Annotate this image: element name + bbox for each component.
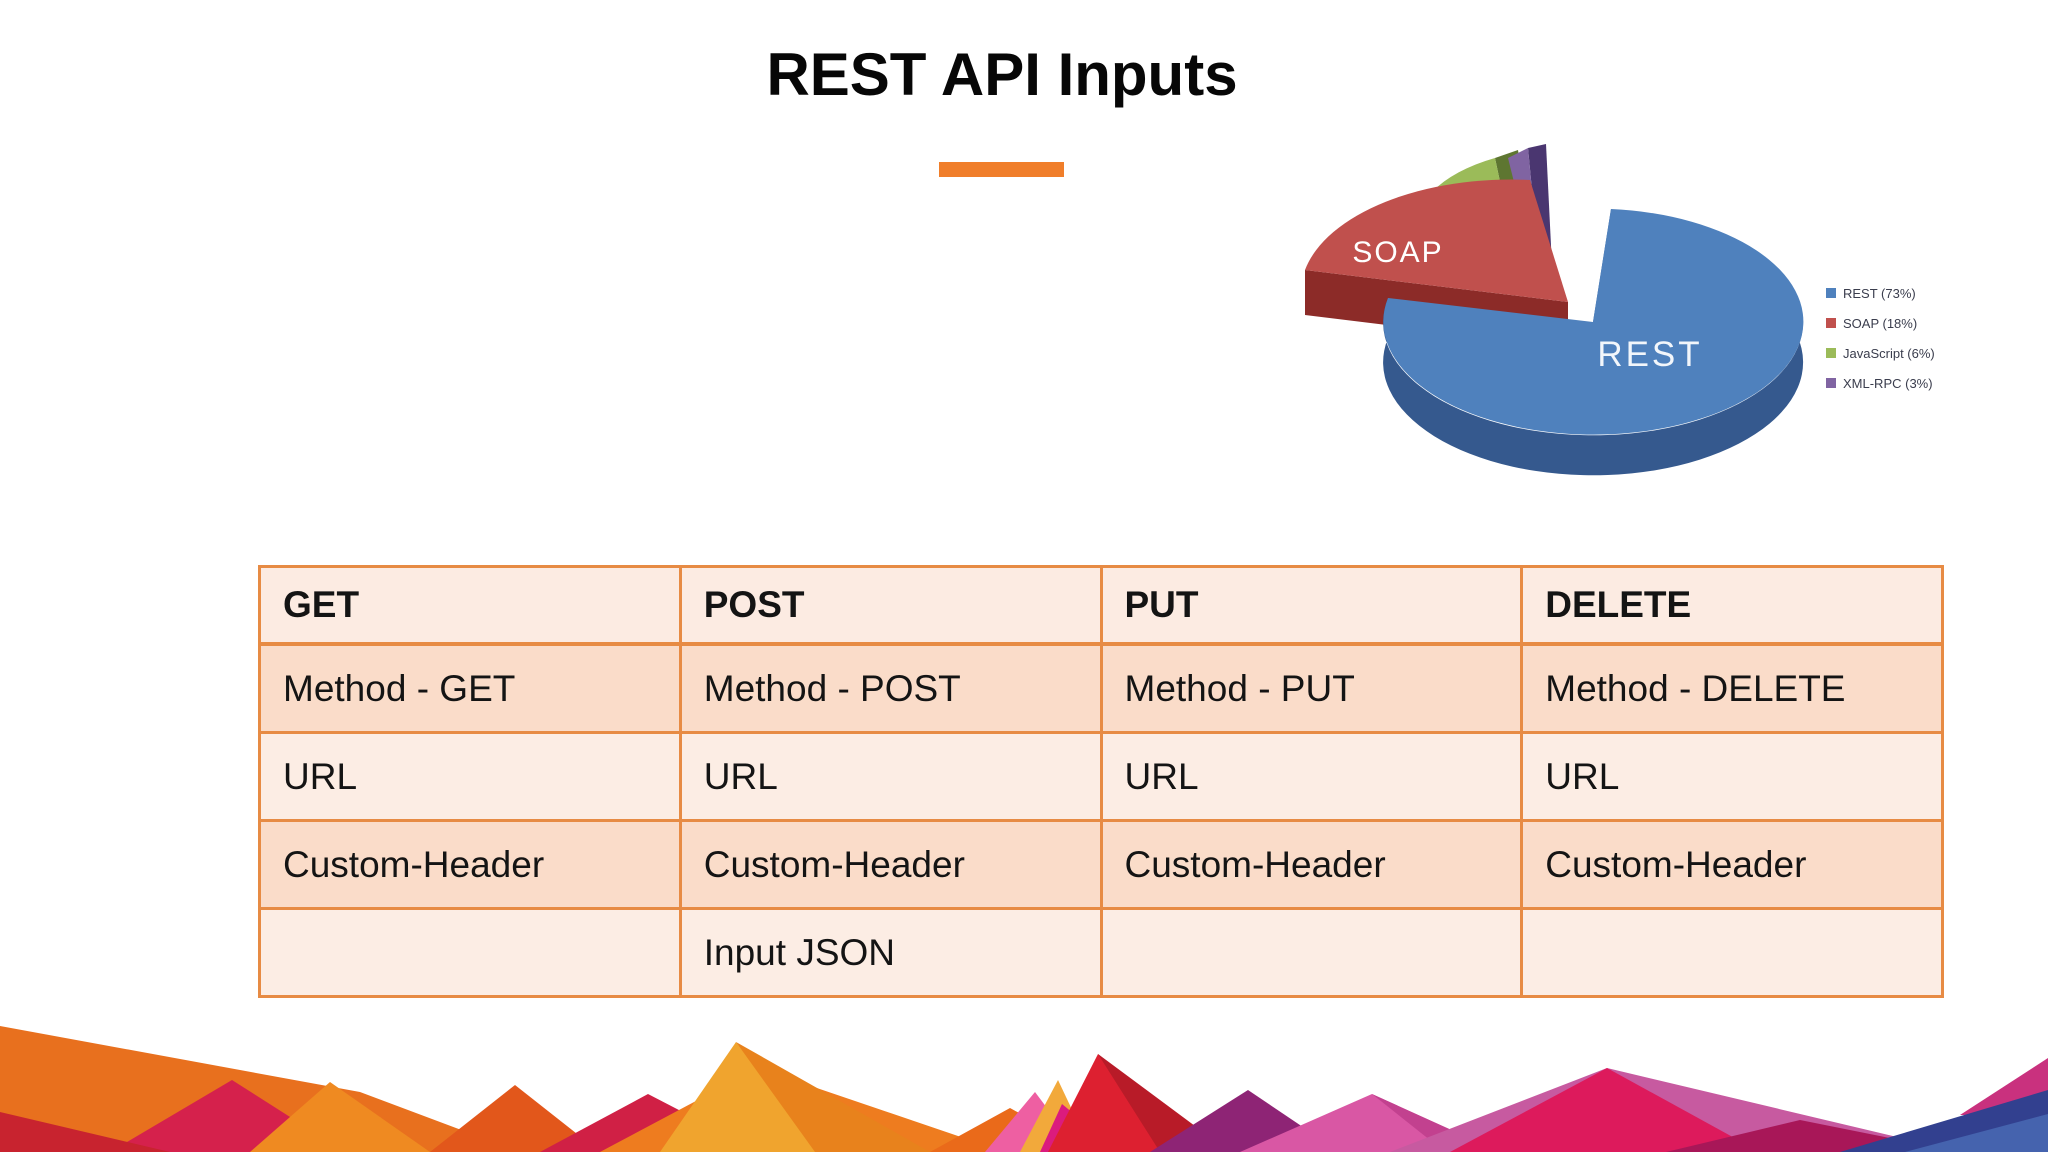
pie-slice-soap <box>1305 179 1568 302</box>
column-header-post: POST <box>678 565 1103 646</box>
table-cell: Custom-Header <box>1520 819 1944 910</box>
pie-chart-figure: SOAP REST REST (73%) SOAP (18%) JavaScri… <box>1260 140 2000 510</box>
column-header-delete: DELETE <box>1520 565 1944 646</box>
table-row: Custom-Header Custom-Header Custom-Heade… <box>258 819 1944 910</box>
soap-slice-label: SOAP <box>1352 236 1443 269</box>
table-row: Method - GET Method - POST Method - PUT … <box>258 642 1944 734</box>
table-cell: Method - PUT <box>1099 642 1524 734</box>
table-cell: URL <box>678 731 1103 822</box>
table-row: Input JSON <box>258 907 1944 998</box>
legend-swatch-javascript <box>1826 348 1836 358</box>
legend-label-soap: SOAP (18%) <box>1843 315 1918 331</box>
table-cell: Method - POST <box>678 642 1103 734</box>
rest-api-inputs-table: GET POST PUT DELETE Method - GET Method … <box>258 565 1944 998</box>
legend-item-soap: SOAP (18%) <box>1826 308 1996 338</box>
table-cell: Input JSON <box>678 907 1103 998</box>
title-block: REST API Inputs <box>0 40 2004 109</box>
pie-slice-rest <box>1383 209 1804 435</box>
pie-chart-3d: SOAP REST <box>1305 144 1804 476</box>
legend-label-xmlrpc: XML-RPC (3%) <box>1843 375 1933 391</box>
legend-swatch-xmlrpc <box>1826 378 1836 388</box>
table-header-row: GET POST PUT DELETE <box>258 565 1944 646</box>
table-cell <box>1520 907 1944 998</box>
legend-label-rest: REST (73%) <box>1843 285 1916 301</box>
table-cell: URL <box>1099 731 1524 822</box>
legend-item-rest: REST (73%) <box>1826 278 1996 308</box>
footer-lowpoly-banner <box>0 1026 2048 1152</box>
legend-swatch-soap <box>1826 318 1836 328</box>
pie-legend: REST (73%) SOAP (18%) JavaScript (6%) XM… <box>1826 278 1996 398</box>
rest-slice-label: REST <box>1597 335 1702 374</box>
table-cell <box>258 907 682 998</box>
column-header-get: GET <box>258 565 682 646</box>
table-cell: Custom-Header <box>258 819 682 910</box>
table-cell: URL <box>258 731 682 822</box>
title-accent-bar <box>939 162 1064 177</box>
table-cell: Method - GET <box>258 642 682 734</box>
legend-swatch-rest <box>1826 288 1836 298</box>
table-cell: Custom-Header <box>678 819 1103 910</box>
table-row: URL URL URL URL <box>258 731 1944 822</box>
legend-label-javascript: JavaScript (6%) <box>1843 345 1935 361</box>
table-cell: URL <box>1520 731 1944 822</box>
column-header-put: PUT <box>1099 565 1524 646</box>
table-cell: Custom-Header <box>1099 819 1524 910</box>
table-cell <box>1099 907 1524 998</box>
table-cell: Method - DELETE <box>1520 642 1944 734</box>
legend-item-xmlrpc: XML-RPC (3%) <box>1826 368 1996 398</box>
legend-item-javascript: JavaScript (6%) <box>1826 338 1996 368</box>
page-title: REST API Inputs <box>766 41 1238 108</box>
pie-slice-rest-side <box>1383 283 1804 476</box>
